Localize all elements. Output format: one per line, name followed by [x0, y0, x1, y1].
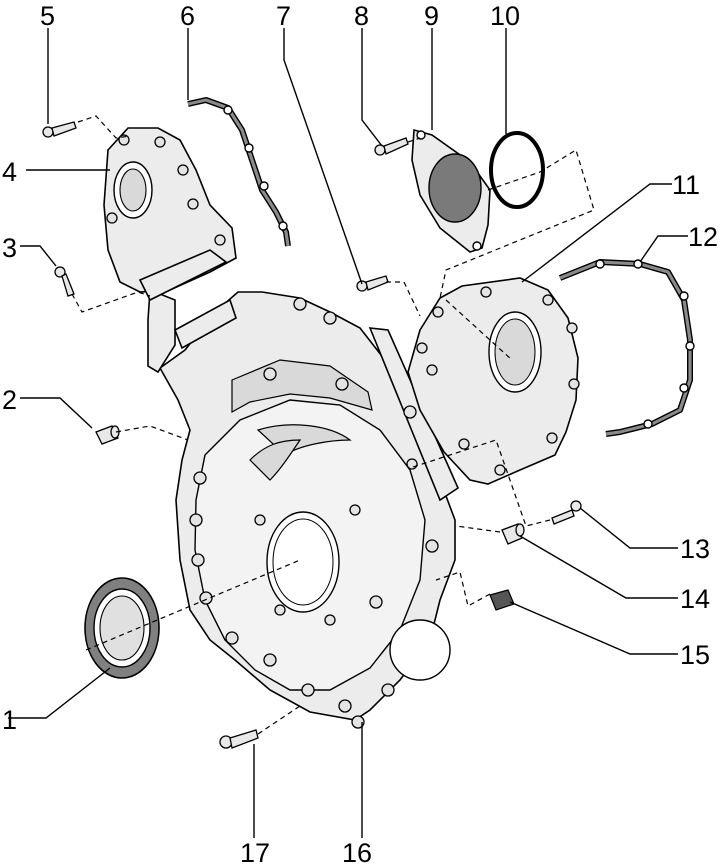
leader-lines — [8, 28, 688, 838]
gasket-12 — [558, 259, 695, 437]
callout-6: 6 — [180, 1, 195, 31]
cover-9 — [411, 128, 491, 253]
alignment-lines — [71, 115, 595, 735]
o-ring-10 — [489, 131, 545, 209]
plug-15 — [489, 589, 515, 611]
callout-8: 8 — [354, 1, 369, 31]
bolt-5 — [42, 121, 77, 138]
callout-2: 2 — [2, 385, 17, 415]
left-upper-cover — [103, 127, 237, 302]
bolt-8 — [374, 137, 409, 156]
callout-16: 16 — [342, 838, 372, 865]
seal-1 — [84, 577, 160, 679]
dowel-2 — [95, 425, 120, 445]
dowel-14 — [501, 523, 525, 545]
callout-5: 5 — [40, 1, 55, 31]
gasket-6 — [187, 97, 291, 247]
callout-9: 9 — [424, 1, 439, 31]
callout-4: 4 — [2, 157, 17, 187]
callout-12: 12 — [688, 222, 718, 252]
callout-3: 3 — [2, 233, 17, 263]
callout-13: 13 — [680, 534, 710, 564]
bolt-17 — [219, 729, 259, 749]
callout-17: 17 — [240, 838, 270, 865]
right-cover-11 — [406, 277, 580, 485]
callout-10: 10 — [490, 1, 520, 31]
timing-case-cover — [147, 288, 460, 729]
callout-14: 14 — [680, 584, 710, 614]
callout-15: 15 — [680, 640, 710, 670]
callout-1: 1 — [2, 705, 17, 735]
bolt-13 — [551, 500, 582, 525]
callout-11: 11 — [672, 170, 700, 200]
bolt-3 — [54, 266, 75, 297]
callout-7: 7 — [276, 1, 291, 31]
